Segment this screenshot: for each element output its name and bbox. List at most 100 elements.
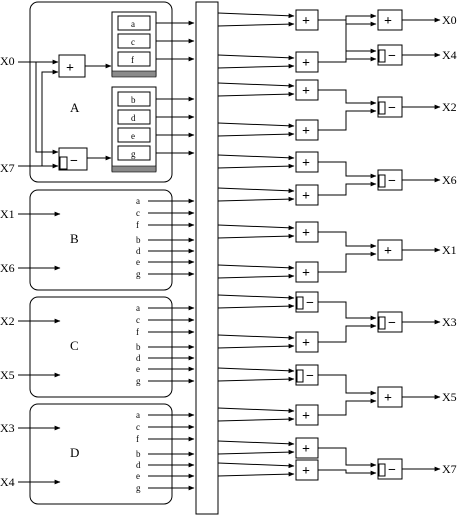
register-g-label: g [131,149,136,159]
block-c-port-a: a [136,303,140,313]
stage2-node-sign: − [388,174,396,189]
stage1-node-sign: + [302,14,310,29]
stage2-wire [318,374,377,396]
input-x7-label: X7 [0,161,15,175]
stage1-node-sign: + [302,156,310,171]
stage1-input-b [217,303,295,309]
stage1-node-sign: + [302,266,310,281]
stage1-input-a [217,122,295,129]
stage1-node-sign: + [302,84,310,99]
stage1-node-sign: + [302,442,310,457]
stage2-wire [318,108,377,131]
register-c-top [117,33,151,49]
output-label: X6 [442,173,457,187]
input-x2-label: X2 [0,314,15,328]
stage1-input-a [217,154,295,161]
stage1-node-flag [296,296,304,310]
block-b-port-a: a [136,196,140,206]
register-b [117,91,151,107]
register-a-top-label: a [131,19,135,29]
stage1-input-b [217,449,295,455]
register-c-top-label: c [131,37,135,47]
register-d-label: d [131,113,136,123]
block-d-port-g: g [136,483,141,493]
block-b-port-g: g [136,269,141,279]
output-label: X2 [442,100,457,114]
crossbar-bus [195,1,219,515]
stage1-input-a [217,82,295,89]
stage1-input-b [217,233,295,239]
stage1-input-b [217,376,295,382]
stage2-node-sign: − [388,463,396,478]
block-d-port-b: b [136,449,141,459]
output-label: X3 [442,315,457,329]
stage1-node-sign: − [306,296,314,311]
block-d-port-f: f [136,434,139,444]
stage2-node-sign: − [388,49,396,64]
stage1-input-a [217,12,295,19]
register-f-top-label: f [131,55,134,65]
block-a-label: A [70,100,80,115]
block-b-port-c: c [136,208,140,218]
stage1-node-flag [296,369,304,383]
input-x5-label: X5 [0,368,15,382]
register-stack-bottom-bar [111,165,157,173]
block-b-port-d: d [136,246,141,256]
adder-a-sign: + [66,61,74,76]
stage1-input-b [217,273,295,279]
block-c-port-e: e [136,364,140,374]
stage2-wire [318,19,377,54]
stage2-node-sign: − [388,316,396,331]
register-stack-top-bar [111,70,157,78]
output-label: X5 [442,390,457,404]
stage2-wire [318,21,377,63]
stage2-wire [318,323,377,343]
stage2-node-sign: + [384,244,392,259]
block-c-label: C [70,338,79,353]
stage1-input-b [217,63,295,69]
stage1-input-a [217,294,295,301]
stage1-node-sign: + [302,56,310,71]
block-b-port-e: e [136,257,140,267]
stage2-node-flag [378,101,386,115]
block-d-label: D [70,445,79,460]
stage1-input-a [217,407,295,414]
block-c-port-d: d [136,353,141,363]
stage2-wire [318,251,377,273]
x7-to-add-wire [41,69,59,166]
stage2-node-sign: − [388,101,396,116]
stage1-input-a [217,224,295,231]
stage2-wire [318,398,377,416]
input-x3-label: X3 [0,421,15,435]
stage2-wire [318,56,377,63]
stage1-node-sign: − [306,369,314,384]
x0-to-sub-wire [35,62,59,155]
output-label: X4 [442,48,457,62]
stage2-wire [318,301,377,321]
stage2-node-flag [378,174,386,188]
butterfly-network: ++++++++−+−++++X0−X4−X2−X6+X1−X3+X5−X7 [217,9,457,481]
block-c-port-f: f [136,327,139,337]
stage1-input-b [217,91,295,97]
block-b-port-b: b [136,235,141,245]
register-e [117,127,151,143]
register-e-label: e [131,131,135,141]
stage1-node-sign: + [302,464,310,479]
block-b-label: B [70,231,79,246]
subtractor-a-flag [59,156,68,170]
stage2-wire [318,231,377,249]
stage2-node-sign: + [384,14,392,29]
stage1-input-a [217,334,295,341]
stage1-input-b [217,343,295,349]
stage1-input-b [217,21,295,27]
block-c-port-g: g [136,376,141,386]
stage2-wire [318,13,377,21]
stage2-wire [318,89,377,106]
stage2-node-flag [378,463,386,477]
register-b-label: b [131,95,136,105]
stage2-wire [318,161,377,179]
input-x0-label: X0 [0,54,15,68]
stage1-node-sign: + [302,189,310,204]
output-label: X7 [442,462,457,476]
block-c-port-c: c [136,315,140,325]
